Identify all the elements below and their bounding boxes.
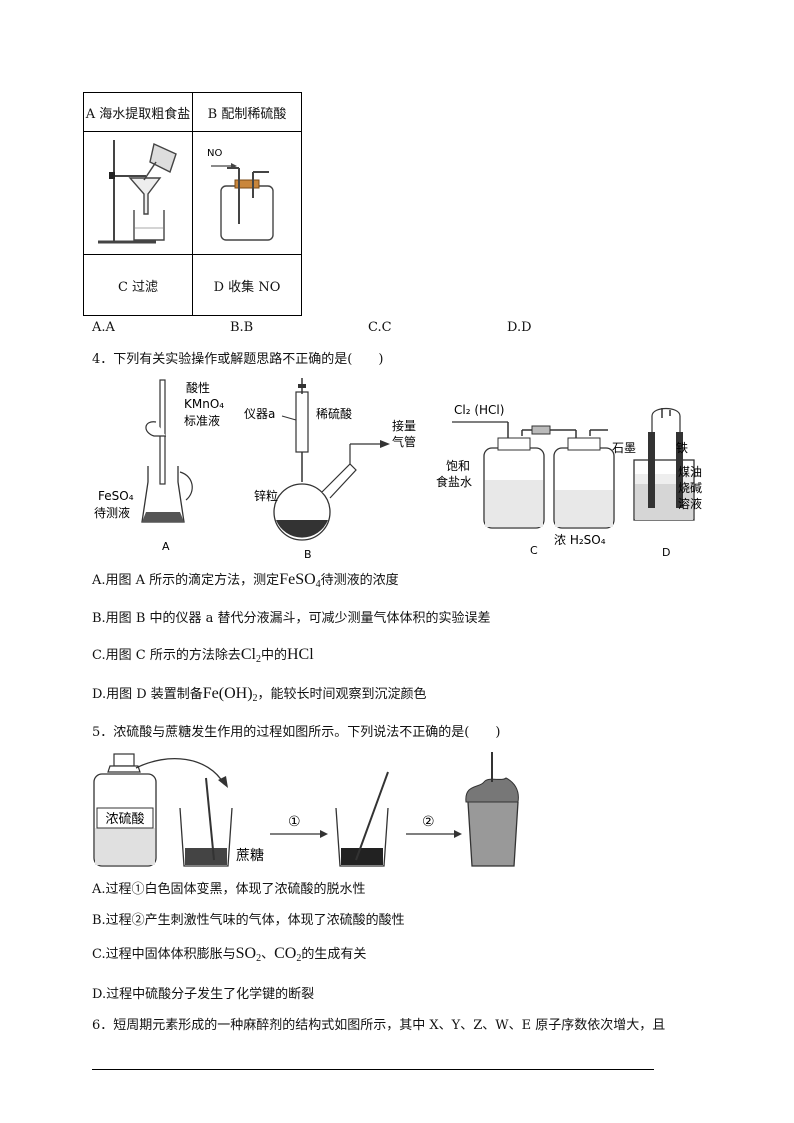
q3-choice-d: D.D bbox=[507, 320, 532, 335]
fig-a-caption: A bbox=[162, 540, 170, 553]
gas-tube-label-2: 气管 bbox=[392, 434, 416, 449]
q5-option-b: B.过程②产生刺激性气味的气体，体现了浓硫酸的酸性 bbox=[92, 913, 405, 928]
feso4-label-1: FeSO₄ bbox=[98, 489, 134, 503]
brine-label-1: 饱和 bbox=[446, 458, 470, 473]
electrolysis-figure: 石墨 铁 煤油 烧碱 溶液 D bbox=[612, 407, 702, 559]
q5-stem: 5．浓硫酸与蔗糖发生作用的过程如图所示。下列说法不正确的是( ) bbox=[92, 725, 501, 740]
q4-option-c: C.用图 C 所示的方法除去Cl2中的HCl bbox=[92, 646, 314, 665]
q4-stem: 4．下列有关实验操作或解题思路不正确的是( ) bbox=[92, 352, 384, 367]
q3-cell-a: A 海水提取粗食盐 bbox=[83, 92, 193, 132]
gas-washing-figure: Cl₂ (HCl) 饱和 食盐水 浓 H₂SO₄ C bbox=[436, 403, 615, 557]
step-1-label: ① bbox=[288, 814, 301, 830]
kerosene-label: 煤油 bbox=[678, 465, 702, 479]
brine-label-2: 食盐水 bbox=[436, 474, 472, 489]
step-2-label: ② bbox=[422, 814, 435, 830]
fig-c-caption: C bbox=[530, 544, 538, 557]
q3-choice-c: C.C bbox=[368, 320, 392, 335]
q5-option-d: D.过程中硫酸分子发生了化学键的断裂 bbox=[92, 987, 315, 1002]
filtration-figure bbox=[83, 131, 193, 255]
cl2-hcl-label: Cl₂ (HCl) bbox=[454, 403, 504, 417]
q5-option-c: C.过程中固体体积膨胀与SO2、CO2的生成有关 bbox=[92, 945, 367, 964]
gas-generation-figure: 仪器a 稀硫酸 接量 气管 锌粒 B bbox=[244, 378, 416, 561]
q5-sugar-figure: 浓硫酸 蔗糖 ① ② bbox=[93, 752, 519, 867]
q3-choice-a: A.A bbox=[92, 320, 115, 335]
kmno4-label-2: KMnO₄ bbox=[184, 397, 224, 411]
q4-apparatus-figure: 酸性 KMnO₄ 标准液 FeSO₄ 待测液 A 仪器a 稀硫酸 接量 气管 锌… bbox=[94, 378, 702, 561]
q6-stem: 6．短周期元素形成的一种麻醉剂的结构式如图所示，其中 X、Y、Z、W、E 原子序… bbox=[92, 1018, 666, 1033]
gas-tube-label-1: 接量 bbox=[392, 418, 416, 433]
dilute-acid-label: 稀硫酸 bbox=[316, 406, 352, 421]
naoh-label-2: 溶液 bbox=[678, 496, 702, 511]
footer-rule bbox=[92, 1069, 654, 1070]
q5-option-a: A.过程①白色固体变黑，体现了浓硫酸的脱水性 bbox=[92, 882, 366, 897]
beaker-blackened-icon bbox=[335, 771, 389, 867]
gas-collection-figure: NO bbox=[192, 131, 302, 255]
naoh-label-1: 烧碱 bbox=[678, 481, 702, 495]
q4-option-a: A.用图 A 所示的滴定方法，测定FeSO4待测液的浓度 bbox=[92, 571, 399, 590]
h2so4-label: 浓 H₂SO₄ bbox=[554, 533, 606, 547]
titration-figure: 酸性 KMnO₄ 标准液 FeSO₄ 待测液 A bbox=[94, 379, 224, 553]
beaker-expanded-icon bbox=[465, 752, 519, 867]
acid-bottle-icon: 浓硫酸 bbox=[93, 753, 157, 867]
q3-choice-b: B.B bbox=[230, 320, 254, 335]
sugar-label: 蔗糖 bbox=[236, 848, 264, 864]
beaker-with-sugar-icon: 蔗糖 bbox=[179, 777, 264, 867]
acid-bottle-label: 浓硫酸 bbox=[105, 812, 144, 827]
graphite-label: 石墨 bbox=[612, 441, 636, 455]
q3-option-table: A 海水提取粗食盐 B 配制稀硫酸 NO bbox=[83, 92, 302, 316]
q3-cell-b: B 配制稀硫酸 bbox=[192, 92, 302, 132]
instrument-a-label: 仪器a bbox=[244, 407, 275, 421]
kmno4-label-1: 酸性 bbox=[186, 380, 210, 395]
q4-option-d: D.用图 D 装置制备Fe(OH)2，能较长时间观察到沉淀颜色 bbox=[92, 685, 427, 704]
q3-cell-c: C 过滤 bbox=[83, 254, 193, 316]
filtration-apparatus-icon bbox=[98, 140, 177, 244]
q4-option-b: B.用图 B 中的仪器 a 替代分液漏斗，可减少测量气体体积的实验误差 bbox=[92, 611, 491, 626]
gas-bottle-icon: NO bbox=[207, 148, 274, 241]
fig-d-caption: D bbox=[662, 546, 670, 559]
zinc-label: 锌粒 bbox=[254, 488, 278, 503]
no-gas-label: NO bbox=[207, 148, 222, 159]
feso4-label-2: 待测液 bbox=[94, 505, 130, 520]
kmno4-label-3: 标准液 bbox=[184, 413, 220, 428]
iron-label: 铁 bbox=[676, 441, 688, 455]
q3-cell-d: D 收集 NO bbox=[192, 254, 302, 316]
fig-b-caption: B bbox=[304, 548, 312, 561]
